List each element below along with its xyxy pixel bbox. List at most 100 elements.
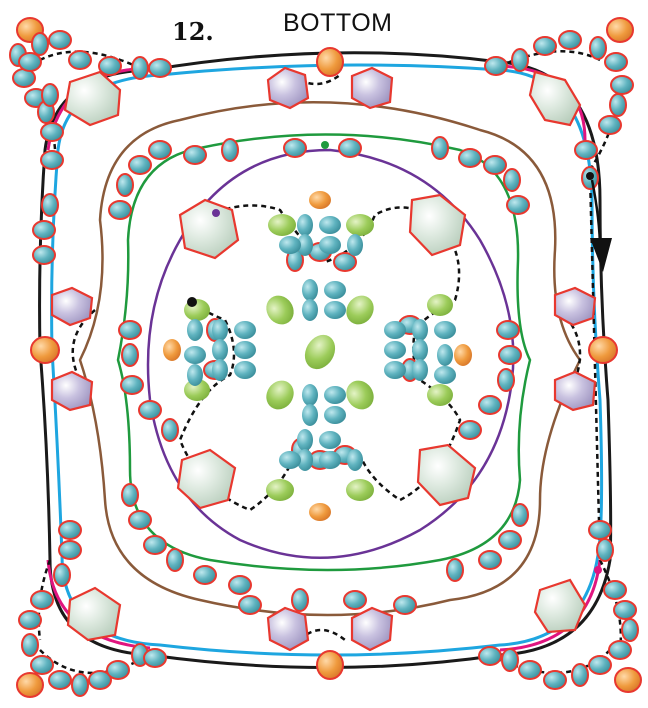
crystal-bead: [535, 580, 585, 632]
teal-bead: [394, 596, 416, 614]
orange-bead: [309, 191, 331, 209]
teal-bead: [324, 386, 346, 404]
teal-bead: [222, 139, 238, 161]
teal-bead: [279, 236, 301, 254]
teal-bead: [324, 406, 346, 424]
orange-bead: [607, 18, 633, 42]
teal-bead: [22, 634, 38, 656]
crystal-bead: [410, 195, 465, 255]
teal-bead: [194, 566, 216, 584]
teal-bead: [432, 137, 448, 159]
teal-bead: [239, 596, 261, 614]
teal-bead: [502, 649, 518, 671]
crystal-bead: [68, 588, 120, 640]
teal-bead: [479, 647, 501, 665]
teal-bead: [302, 384, 318, 406]
teal-bead: [33, 221, 55, 239]
teal-bead: [302, 299, 318, 321]
green-bead: [299, 329, 341, 374]
teal-bead: [212, 339, 228, 361]
teal-bead: [59, 541, 81, 559]
teal-bead: [597, 539, 613, 561]
teal-bead: [622, 619, 638, 641]
teal-bead: [614, 601, 636, 619]
teal-bead: [544, 671, 566, 689]
teal-bead: [302, 404, 318, 426]
thread-dot-icon: [187, 297, 197, 307]
teal-bead: [324, 281, 346, 299]
orange-bead: [589, 337, 617, 363]
teal-bead: [589, 656, 611, 674]
teal-bead: [234, 361, 256, 379]
teal-bead: [344, 591, 366, 609]
teal-bead: [167, 549, 183, 571]
green-bead: [341, 290, 380, 329]
teal-bead: [99, 57, 121, 75]
teal-bead: [279, 451, 301, 469]
teal-bead: [302, 279, 318, 301]
teal-bead: [499, 531, 521, 549]
green-bead: [346, 479, 374, 501]
teal-bead: [234, 341, 256, 359]
green-bead: [266, 479, 294, 501]
teal-bead: [324, 301, 346, 319]
orange-bead: [31, 337, 59, 363]
teal-bead: [33, 246, 55, 264]
step-number: 12.: [172, 17, 214, 46]
green-bead: [261, 290, 300, 329]
teal-bead: [292, 589, 308, 611]
thread-dot-icon: [321, 141, 329, 149]
teal-bead: [121, 376, 143, 394]
teal-bead: [69, 51, 91, 69]
teal-bead: [434, 321, 456, 339]
teal-bead: [412, 359, 428, 381]
teal-bead: [212, 359, 228, 381]
teal-bead: [107, 661, 129, 679]
crystal-bead: [530, 72, 580, 125]
teal-bead: [49, 671, 71, 689]
teal-bead: [339, 139, 361, 157]
orange-bead: [163, 339, 181, 361]
teal-bead: [434, 366, 456, 384]
teal-bead: [497, 321, 519, 339]
orange-bead: [454, 344, 472, 366]
teal-bead: [119, 321, 141, 339]
teal-bead: [384, 341, 406, 359]
crystal-bead: [352, 608, 392, 650]
teal-bead: [19, 611, 41, 629]
teal-bead: [319, 236, 341, 254]
teal-bead: [187, 364, 203, 386]
teal-bead: [605, 53, 627, 71]
teal-bead: [590, 37, 606, 59]
crystal-bead: [352, 68, 392, 108]
teal-bead: [162, 419, 178, 441]
teal-bead: [59, 521, 81, 539]
orange-bead: [17, 673, 43, 697]
teal-bead: [144, 536, 166, 554]
teal-bead: [347, 234, 363, 256]
teal-bead: [122, 484, 138, 506]
teal-bead: [49, 31, 71, 49]
teal-bead: [507, 196, 529, 214]
crystal-bead: [268, 68, 308, 108]
teal-bead: [42, 194, 58, 216]
teal-bead: [512, 504, 528, 526]
teal-bead: [139, 401, 161, 419]
orange-bead: [309, 503, 331, 521]
thread-dot-icon: [212, 209, 220, 217]
thread-dot-icon: [586, 172, 594, 180]
crystal-bead: [52, 288, 92, 325]
teal-bead: [512, 49, 528, 71]
teal-bead: [589, 521, 611, 539]
teal-bead: [479, 396, 501, 414]
teal-bead: [447, 559, 463, 581]
teal-bead: [499, 346, 521, 364]
teal-bead: [319, 431, 341, 449]
teal-bead: [412, 339, 428, 361]
crystal-bead: [555, 288, 595, 325]
green-bead: [346, 214, 374, 236]
teal-bead: [297, 214, 313, 236]
teal-bead: [187, 319, 203, 341]
teal-bead: [41, 123, 63, 141]
